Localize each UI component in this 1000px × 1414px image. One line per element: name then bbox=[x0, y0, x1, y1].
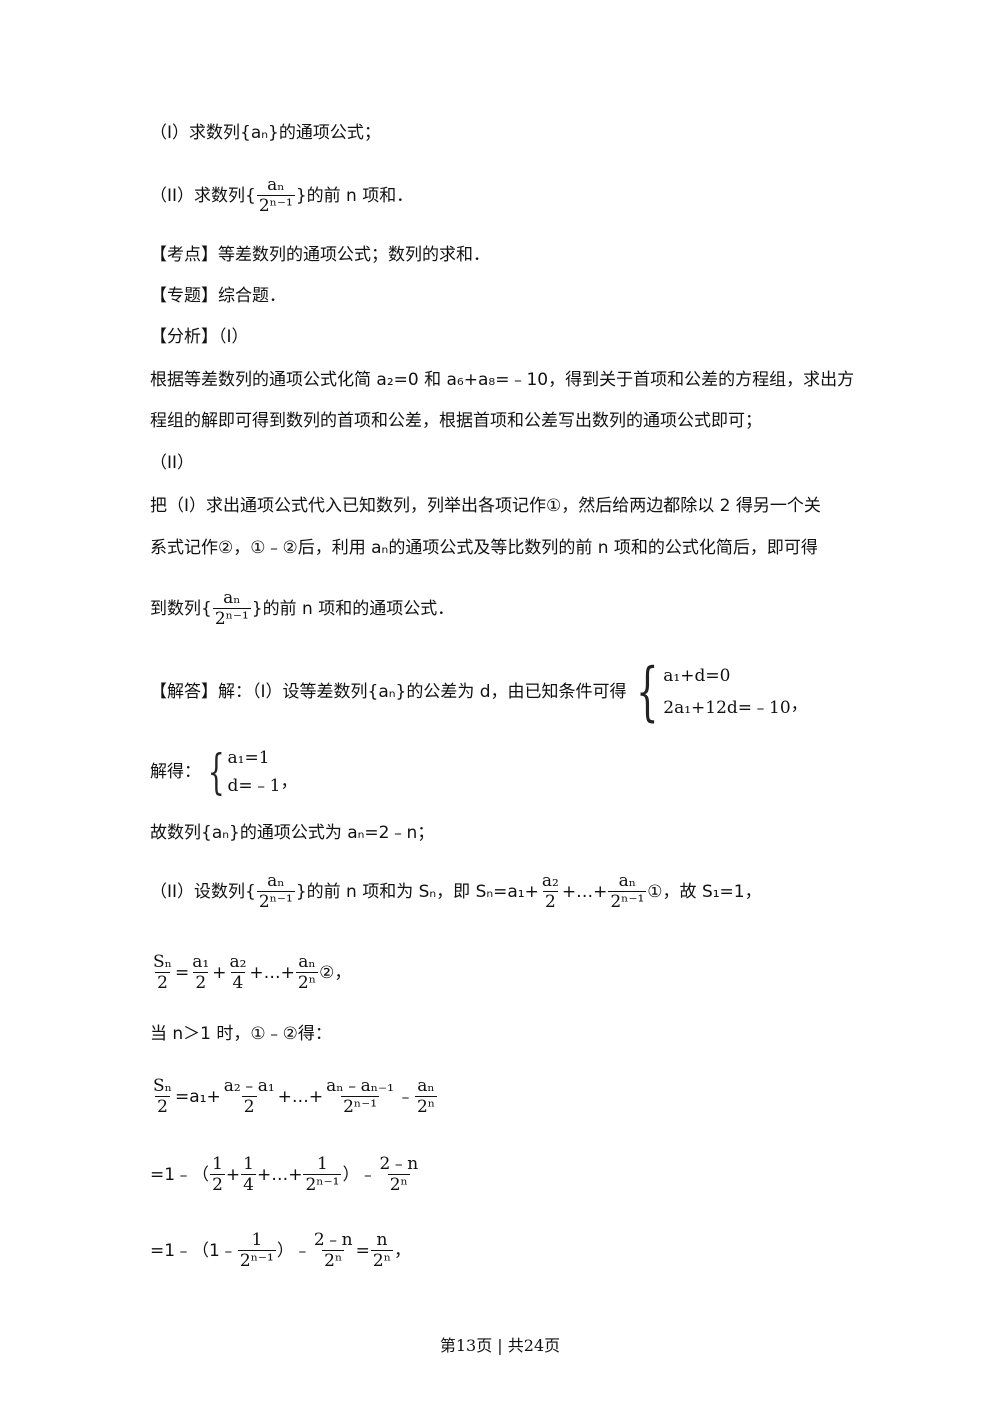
solution-line-2: 解得： { a₁=1 d=﹣1 ， bbox=[150, 744, 298, 800]
analysis-line-4: 系式记作②，①﹣②后，利用 aₙ的通项公式及等比数列的前 n 项和的公式化简后，… bbox=[150, 538, 818, 558]
analysis-line-2: 程组的解即可得到数列的首项和公差，根据首项和公差写出数列的通项公式即可； bbox=[150, 411, 762, 431]
equation-system-2: { a₁=1 d=﹣1 bbox=[207, 744, 281, 800]
analysis-line-1: 根据等差数列的通项公式化简 a₂=0 和 a₆+a₈=﹣10，得到关于首项和公差… bbox=[150, 370, 855, 390]
analysis-line-3: 把（I）求出通项公式代入已知数列，列举出各项记作①，然后给两边都除以 2 得另一… bbox=[150, 496, 821, 516]
left-brace: { bbox=[635, 655, 659, 729]
left-brace: { bbox=[207, 744, 225, 800]
solution-subtract-label: 当 n＞1 时，①﹣②得： bbox=[150, 1024, 332, 1044]
solution-general-term: 故数列{aₙ}的通项公式为 aₙ=2﹣n； bbox=[150, 823, 435, 843]
solution-line-1: 【解答】解：（I）设等差数列{aₙ}的公差为 d，由已知条件可得 { a₁+d=… bbox=[150, 655, 808, 729]
page-footer: 第13页 | 共24页 bbox=[439, 1336, 561, 1355]
kaodian-line: 【考点】等差数列的通项公式；数列的求和． bbox=[150, 245, 490, 265]
zhuanti-line: 【专题】综合题． bbox=[150, 286, 286, 306]
equation-system-1: { a₁+d=0 2a₁+12d=﹣10 bbox=[635, 655, 791, 729]
fenxi-heading: 【分析】（I） bbox=[150, 327, 249, 347]
question-part-1: （I）求数列{aₙ}的通项公式； bbox=[150, 123, 381, 143]
analysis-part-2-label: （II） bbox=[150, 453, 195, 473]
